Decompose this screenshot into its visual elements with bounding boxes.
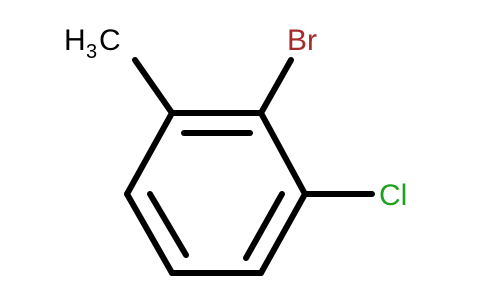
chlorine-label: Cl	[379, 179, 407, 212]
bonds	[124, 57, 375, 276]
bond-c5-c6	[124, 191, 175, 276]
bond-bromine	[258, 57, 294, 116]
double-bond-c5-c6-inner	[147, 191, 189, 258]
methyl-h-text: H	[64, 24, 86, 57]
bond-c6-c1	[124, 110, 175, 197]
methyl-label: H 3 C	[64, 24, 121, 63]
double-bond-c3-c4-inner	[243, 191, 285, 261]
methyl-c-text: C	[99, 24, 121, 57]
bond-c2-c3	[258, 110, 308, 197]
bond-c3-c4	[258, 191, 308, 276]
methyl-subscript-text: 3	[86, 41, 97, 63]
bond-methyl	[132, 57, 175, 116]
bromine-label: Br	[287, 24, 317, 57]
